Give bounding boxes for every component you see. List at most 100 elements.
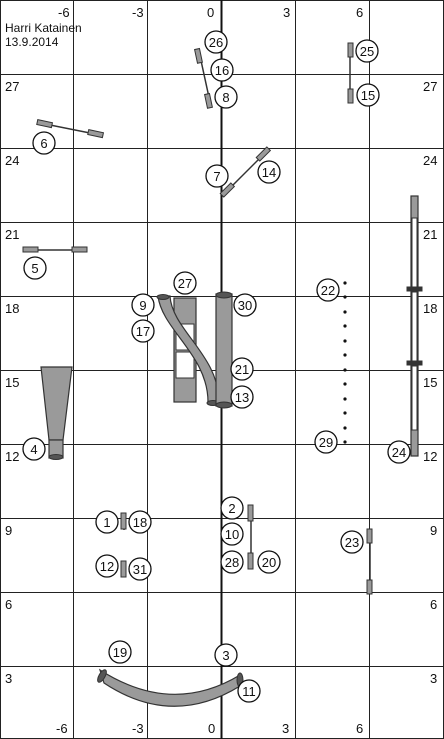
marker-15: 15 <box>356 83 380 107</box>
svg-text:13: 13 <box>235 390 249 405</box>
marker-19: 19 <box>108 640 132 664</box>
svg-text:27: 27 <box>178 276 192 291</box>
hurdle-jump <box>366 528 373 595</box>
marker-25: 25 <box>355 39 379 63</box>
axis-label-right: 12 <box>423 449 437 464</box>
marker-31: 31 <box>128 557 152 581</box>
axis-label-right: 27 <box>423 79 437 94</box>
marker-29: 29 <box>314 430 338 454</box>
svg-text:15: 15 <box>361 88 375 103</box>
svg-text:20: 20 <box>262 555 276 570</box>
axis-label-right: 24 <box>423 153 437 168</box>
axis-label-right: 9 <box>430 523 437 538</box>
hurdle-jump <box>120 560 127 578</box>
axis-label-right: 6 <box>430 597 437 612</box>
svg-text:25: 25 <box>360 44 374 59</box>
dotted-line <box>343 281 347 444</box>
marker-30: 30 <box>233 293 257 317</box>
marker-16: 16 <box>210 58 234 82</box>
tunnel-straight <box>215 291 233 409</box>
marker-27: 27 <box>173 271 197 295</box>
axis-label-right: 3 <box>430 671 437 686</box>
svg-text:9: 9 <box>139 298 146 313</box>
hurdle-jump <box>219 146 272 198</box>
axis-label-top: 6 <box>356 5 363 20</box>
axis-label-bottom: 0 <box>208 721 215 736</box>
axis-label-top: -6 <box>58 5 70 20</box>
right-axis-labels: 27 24 21 18 15 12 9 6 3 <box>423 79 437 686</box>
marker-1: 1 <box>95 510 119 534</box>
svg-text:29: 29 <box>319 435 333 450</box>
author-name: Harri Katainen <box>5 21 82 35</box>
svg-text:18: 18 <box>133 515 147 530</box>
marker-17: 17 <box>131 319 155 343</box>
marker-9: 9 <box>131 293 155 317</box>
axis-label-left: 6 <box>5 597 12 612</box>
hurdle-jump <box>36 119 105 139</box>
axis-label-right: 18 <box>423 301 437 316</box>
svg-text:11: 11 <box>242 684 256 699</box>
svg-text:30: 30 <box>238 298 252 313</box>
svg-text:19: 19 <box>113 645 127 660</box>
marker-13: 13 <box>230 385 254 409</box>
axis-label-bottom: 6 <box>356 721 363 736</box>
hurdle-jump <box>193 47 213 109</box>
svg-text:24: 24 <box>392 445 406 460</box>
svg-text:5: 5 <box>31 261 38 276</box>
axis-label-left: 3 <box>5 671 12 686</box>
axis-label-bottom: 3 <box>282 721 289 736</box>
svg-text:8: 8 <box>222 90 229 105</box>
marker-20: 20 <box>257 550 281 574</box>
marker-10: 10 <box>220 522 244 546</box>
marker-21: 21 <box>230 357 254 381</box>
marker-22: 22 <box>316 278 340 302</box>
svg-text:4: 4 <box>30 442 37 457</box>
axis-label-left: 15 <box>5 375 19 390</box>
axis-label-left: 9 <box>5 523 12 538</box>
left-axis-labels: 27 24 21 18 15 12 9 6 3 <box>5 79 19 686</box>
chute-tunnel <box>40 366 73 460</box>
course-date: 13.9.2014 <box>5 35 59 49</box>
marker-6: 6 <box>32 131 56 155</box>
marker-26: 26 <box>204 30 228 54</box>
svg-text:3: 3 <box>222 648 229 663</box>
axis-label-left: 21 <box>5 227 19 242</box>
axis-label-left: 27 <box>5 79 19 94</box>
marker-12: 12 <box>95 554 119 578</box>
marker-14: 14 <box>257 160 281 184</box>
axis-label-top: 0 <box>207 5 214 20</box>
marker-7: 7 <box>205 164 229 188</box>
svg-text:2: 2 <box>228 501 235 516</box>
hurdle-jump <box>347 42 354 104</box>
svg-text:26: 26 <box>209 35 223 50</box>
svg-text:28: 28 <box>225 555 239 570</box>
marker-4: 4 <box>22 437 46 461</box>
svg-text:12: 12 <box>100 559 114 574</box>
axis-label-top: 3 <box>283 5 290 20</box>
axis-label-right: 21 <box>423 227 437 242</box>
bottom-axis-labels: -6 -3 0 3 6 <box>56 721 363 736</box>
marker-5: 5 <box>23 256 47 280</box>
marker-11: 11 <box>237 679 261 703</box>
hurdle-jump <box>120 512 127 530</box>
svg-text:10: 10 <box>225 527 239 542</box>
hurdle-jump <box>22 246 88 253</box>
sequence-markers: 1 2 3 4 5 6 7 8 9 10 11 12 13 14 15 16 1… <box>22 30 411 703</box>
marker-28: 28 <box>220 550 244 574</box>
svg-text:31: 31 <box>133 562 147 577</box>
svg-text:23: 23 <box>345 535 359 550</box>
axis-label-bottom: -3 <box>132 721 144 736</box>
axis-label-left: 18 <box>5 301 19 316</box>
svg-text:21: 21 <box>235 362 249 377</box>
marker-24: 24 <box>387 440 411 464</box>
axis-label-right: 15 <box>423 375 437 390</box>
top-axis-labels: -6 -3 0 3 6 <box>58 5 363 20</box>
svg-text:6: 6 <box>40 136 47 151</box>
axis-label-bottom: -6 <box>56 721 68 736</box>
axis-label-left: 24 <box>5 153 19 168</box>
marker-2: 2 <box>220 496 244 520</box>
dog-walk <box>406 195 423 457</box>
axis-label-left: 12 <box>5 449 19 464</box>
marker-23: 23 <box>340 530 364 554</box>
